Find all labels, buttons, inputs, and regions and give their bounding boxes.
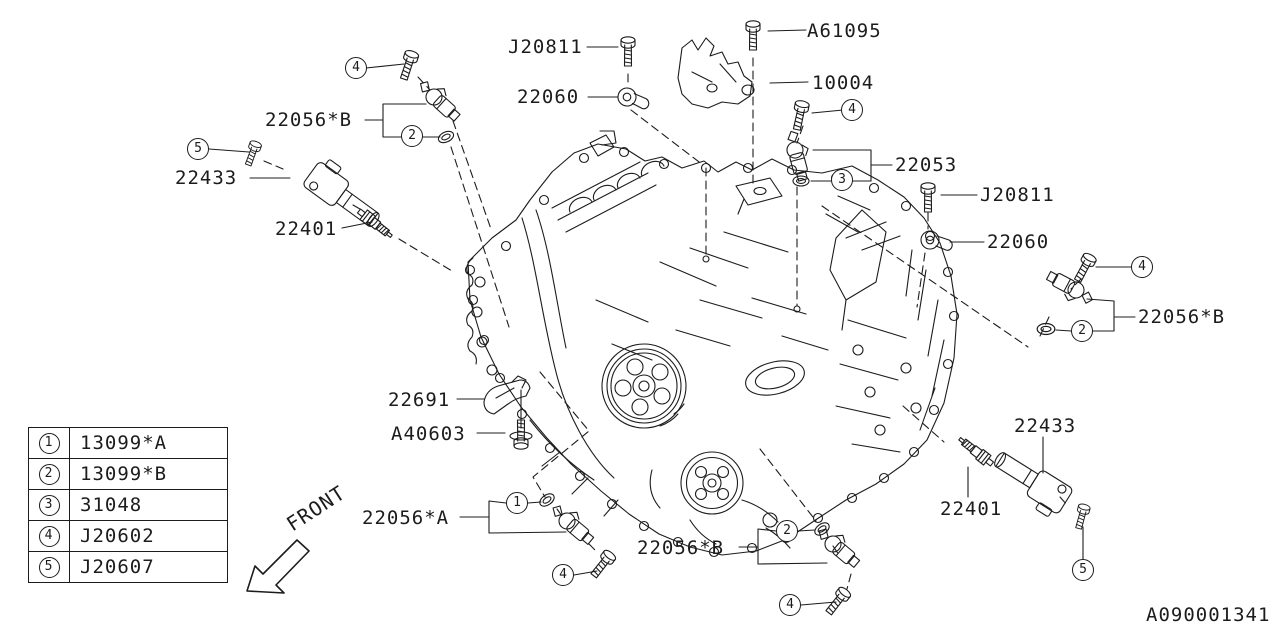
leader-lines — [208, 29, 1136, 606]
part-label-10004: 10004 — [812, 72, 875, 94]
legend-row: 2 13099*B — [28, 458, 228, 490]
callout-2: 2 — [1071, 320, 1093, 342]
legend-callout-3: 3 — [38, 495, 60, 516]
bracket-22691-icon — [483, 375, 531, 415]
callout-4: 4 — [552, 564, 574, 586]
callout-4: 4 — [345, 57, 367, 79]
part-label-22053: 22053 — [895, 154, 958, 176]
part-label-22433-right: 22433 — [1014, 415, 1077, 437]
part-label-22060-top: 22060 — [517, 86, 580, 108]
oring-icon — [812, 519, 832, 539]
bolt-icon — [242, 139, 263, 168]
callout-2: 2 — [776, 520, 798, 542]
knock-sensor-icon — [616, 86, 651, 110]
bracket-10004-icon — [677, 37, 755, 109]
legend-row: 5 J20607 — [28, 551, 228, 583]
part-label-a40603: A40603 — [391, 423, 466, 445]
front-arrow-icon — [246, 539, 310, 594]
bolt-icon — [620, 36, 636, 67]
part-label-22056b-right: 22056*B — [1138, 306, 1226, 328]
oring-icon — [1036, 322, 1056, 336]
legend-callout-5: 5 — [38, 557, 60, 578]
callout-2: 2 — [401, 125, 423, 147]
legend-callout-4: 4 — [38, 526, 60, 547]
assembly-axis-lines — [263, 57, 1082, 590]
legend-part-number: 13099*B — [69, 458, 228, 490]
cam-sensor-icon — [1041, 267, 1098, 311]
legend-part-number: 13099*A — [69, 427, 228, 459]
bolt-icon — [1070, 251, 1099, 285]
part-label-22401-left: 22401 — [275, 218, 338, 240]
legend-part-number: J20607 — [69, 551, 228, 583]
part-label-j20811-right: J20811 — [980, 184, 1055, 206]
cam-sensor-icon — [546, 498, 600, 548]
cam-sensor-icon — [781, 127, 817, 183]
callout-5: 5 — [1072, 559, 1094, 581]
part-label-22401-right: 22401 — [940, 498, 1003, 520]
callout-5: 5 — [187, 138, 209, 160]
flange-bolt-icon — [509, 419, 533, 450]
bolt-icon — [587, 547, 618, 581]
part-label-22433-left: 22433 — [175, 167, 238, 189]
callout-3: 3 — [831, 169, 853, 191]
bolt-icon — [745, 20, 761, 51]
oring-icon — [436, 128, 456, 146]
spark-plug-icon — [955, 433, 997, 470]
legend-callout-1: 1 — [38, 433, 60, 454]
part-label-22056b-bottom: 22056*B — [637, 537, 725, 559]
legend-part-number: J20602 — [69, 520, 228, 552]
callout-1: 1 — [506, 492, 528, 514]
legend-part-number: 31048 — [69, 489, 228, 521]
bolt-icon — [822, 584, 853, 618]
legend-row: 1 13099*A — [28, 427, 228, 459]
part-label-22056a: 22056*A — [362, 507, 450, 529]
callout-4: 4 — [841, 99, 863, 121]
part-label-22060-right: 22060 — [987, 231, 1050, 253]
drawing-number: A090001341 — [1146, 604, 1271, 626]
legend-callout-2: 2 — [38, 464, 60, 485]
callout-4: 4 — [1131, 256, 1153, 278]
part-label-j20811-top: J20811 — [508, 36, 583, 58]
bolt-icon — [1072, 502, 1092, 531]
engine-block-drawing — [464, 130, 960, 558]
bolt-icon — [920, 182, 936, 213]
legend-table: 1 13099*A 2 13099*B 3 31048 4 J20602 5 J… — [28, 427, 228, 583]
callout-4: 4 — [779, 594, 801, 616]
bolt-icon — [396, 48, 421, 82]
part-label-a61095: A61095 — [807, 20, 882, 42]
part-label-22056b-left: 22056*B — [265, 109, 353, 131]
legend-row: 4 J20602 — [28, 520, 228, 552]
oring-icon — [537, 490, 557, 510]
bolt-icon — [789, 98, 811, 132]
legend-row: 3 31048 — [28, 489, 228, 521]
part-label-22691: 22691 — [388, 389, 451, 411]
